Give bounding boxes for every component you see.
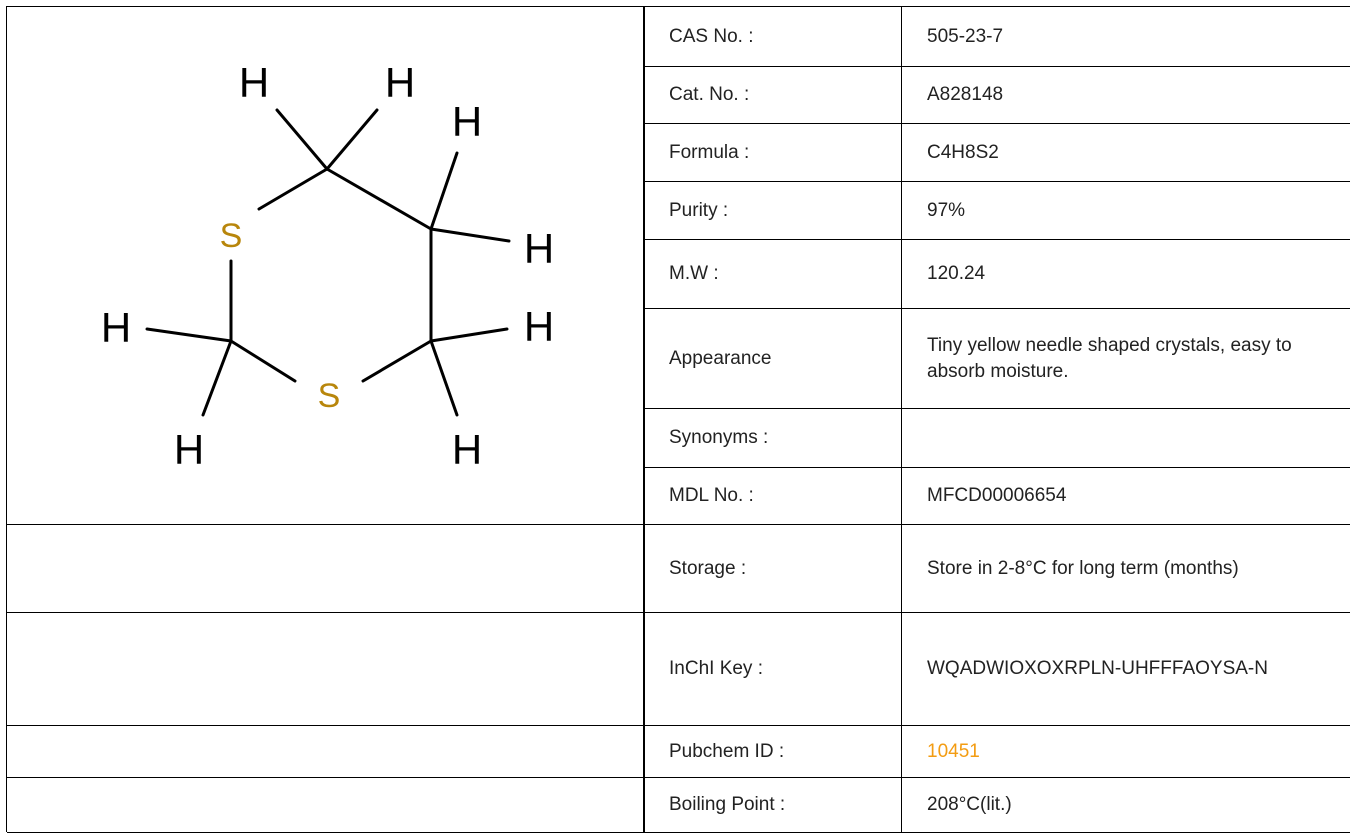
bond-s5-c6 — [229, 339, 297, 383]
property-label: Boiling Point : — [645, 778, 902, 832]
property-row-storage: Storage : Store in 2-8°C for long term (… — [645, 525, 1350, 613]
property-row-cat: Cat. No. : A828148 — [645, 67, 1350, 124]
property-value: C4H8S2 — [927, 141, 999, 163]
left-column: H H H H H H H H S S — [7, 7, 645, 833]
atom-h-bottom-left: H — [174, 426, 204, 473]
property-value: 120.24 — [927, 263, 986, 284]
property-value: 505-23-7 — [927, 25, 1004, 47]
property-label: CAS No. : — [645, 7, 902, 66]
property-row-appearance: Appearance Tiny yellow needle shaped cry… — [645, 309, 1350, 409]
property-value: WQADWIOXOXRPLN-UHFFFAOYSA-N — [927, 658, 1268, 679]
bond-c2-c3 — [325, 167, 433, 231]
property-row-boiling: Boiling Point : 208°C(lit.) — [645, 778, 1350, 833]
properties-column: CAS No. : 505-23-7 Cat. No. : A828148 Fo… — [645, 7, 1350, 833]
bond-c3-h-mid-right — [429, 227, 511, 243]
empty-cell-pubchem — [7, 726, 643, 778]
property-label: Pubchem ID : — [645, 726, 902, 777]
empty-cell-inchi — [7, 613, 643, 726]
atom-h-top-right: H — [452, 98, 482, 145]
bond-c4-h-right — [429, 327, 509, 343]
atom-h-right: H — [524, 303, 554, 350]
property-label: Formula : — [645, 124, 902, 181]
bond-c3-h-top-right — [429, 151, 459, 231]
atom-h-mid-right: H — [524, 225, 554, 272]
atom-s-left: S — [220, 217, 243, 255]
property-row-synonyms: Synonyms : — [645, 409, 1350, 468]
property-label: Storage : — [645, 525, 902, 612]
atom-h-top-mid: H — [385, 59, 415, 106]
atom-s-bottom: S — [318, 377, 341, 415]
product-spec-table: H H H H H H H H S S CAS No. : — [6, 6, 1350, 833]
bond-c4-s5 — [361, 339, 433, 383]
property-label: Appearance — [645, 309, 902, 408]
property-value — [902, 409, 1350, 467]
property-value-cell: 10451 — [902, 726, 1350, 777]
property-row-formula: Formula : C4H8S2 — [645, 124, 1350, 182]
property-label: InChI Key : — [645, 613, 902, 725]
bond-c6-h-left — [145, 327, 233, 343]
atom-h-bottom-right: H — [452, 426, 482, 473]
chemical-structure-diagram: H H H H H H H H S S — [101, 59, 554, 473]
property-label: Cat. No. : — [645, 67, 902, 123]
bond-c4-h-bottom-right — [429, 339, 459, 417]
property-value: MFCD00006654 — [927, 485, 1067, 506]
atom-h-left: H — [101, 304, 131, 351]
property-row-purity: Purity : 97% — [645, 182, 1350, 240]
bond-c2-h-top-mid — [325, 108, 379, 171]
pubchem-id-link[interactable]: 10451 — [927, 740, 980, 762]
property-value: Tiny yellow needle shaped crystals, easy… — [927, 334, 1292, 382]
property-value: 208°C(lit.) — [927, 794, 1012, 815]
property-label: MDL No. : — [645, 468, 902, 524]
empty-cell-storage — [7, 525, 643, 613]
property-row-mw: M.W : 120.24 — [645, 240, 1350, 309]
property-row-mdl: MDL No. : MFCD00006654 — [645, 468, 1350, 525]
bond-s1-c2 — [257, 167, 329, 211]
property-value: A828148 — [927, 84, 1004, 105]
property-value: Store in 2-8°C for long term (months) — [927, 557, 1239, 579]
structure-cell: H H H H H H H H S S — [7, 7, 643, 525]
property-label: Purity : — [645, 182, 902, 239]
property-row-pubchem: Pubchem ID : 10451 — [645, 726, 1350, 778]
empty-cell-boiling — [7, 778, 643, 833]
property-value: 97% — [927, 199, 966, 221]
bond-c2-h-top-left — [275, 108, 329, 171]
property-label: Synonyms : — [645, 409, 902, 467]
bond-c6-h-bottom-left — [201, 339, 233, 417]
property-label: M.W : — [645, 240, 902, 308]
property-row-cas: CAS No. : 505-23-7 — [645, 7, 1350, 67]
property-row-inchi: InChI Key : WQADWIOXOXRPLN-UHFFFAOYSA-N — [645, 613, 1350, 726]
atom-h-top-left: H — [239, 59, 269, 106]
